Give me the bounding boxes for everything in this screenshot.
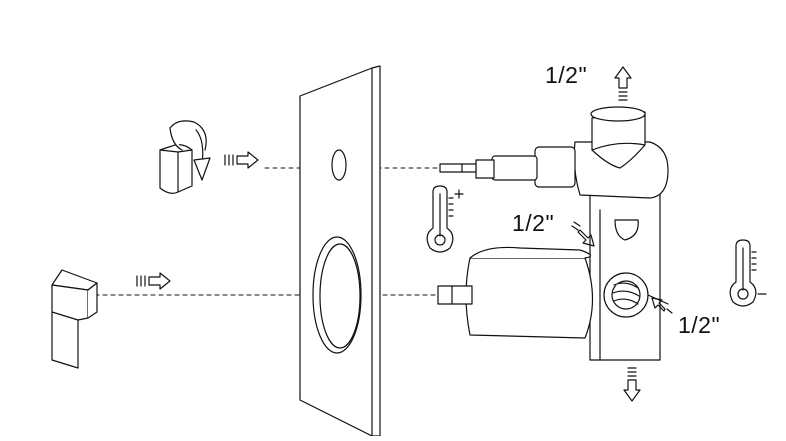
thermometer-hot-icon — [427, 186, 463, 252]
arrow-up-icon — [615, 67, 631, 100]
wall-plate — [300, 66, 380, 436]
arrow-diagonal-icon — [572, 222, 594, 246]
rotation-knob-icon — [160, 121, 210, 193]
label-inlet-right: 1/2" — [678, 312, 721, 338]
label-outlet-top: 1/2" — [545, 62, 588, 88]
label-inlet-middle: 1/2" — [512, 210, 555, 236]
thermometer-cold-icon — [730, 240, 766, 306]
arrow-diagonal-icon — [652, 298, 672, 313]
arrow-right-icon — [225, 152, 258, 168]
lever-handle-icon — [52, 270, 97, 368]
plate-hole-small — [332, 150, 346, 180]
arrow-down-icon — [624, 368, 640, 401]
arrow-right-icon — [137, 273, 170, 289]
valve-body — [438, 107, 668, 360]
